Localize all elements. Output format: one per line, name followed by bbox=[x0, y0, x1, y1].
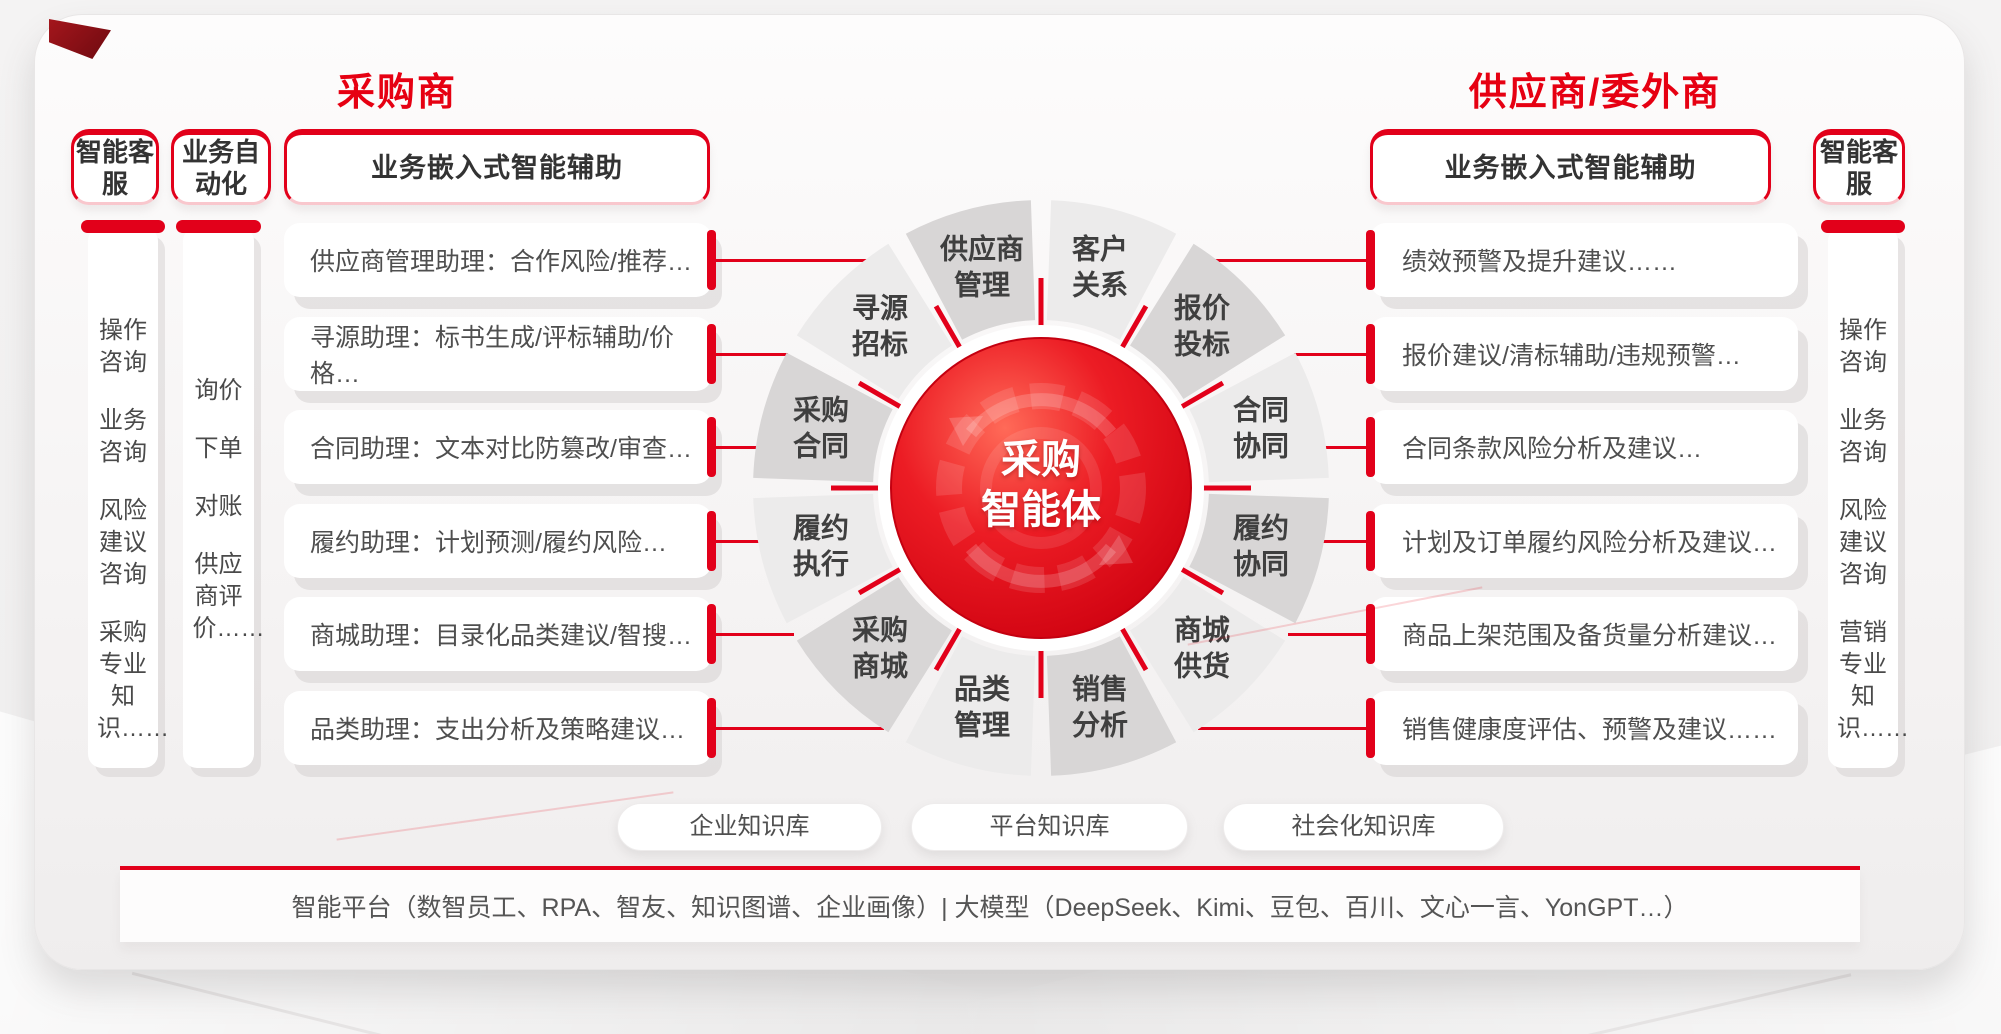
assistant-box: 履约助理：计划预测/履约风险… bbox=[284, 504, 716, 578]
platform-bar: 智能平台（数智员工、RPA、智友、知识图谱、企业画像）| 大模型（DeepSee… bbox=[120, 866, 1860, 942]
wheel-label: 供应商管理 bbox=[939, 233, 1024, 301]
service-item: 风险建议咨询 bbox=[99, 497, 147, 588]
buyer-title: 采购商 bbox=[336, 72, 457, 114]
wheel-label: 销售分析 bbox=[1071, 673, 1128, 741]
supplier-title: 供应商/委外商 bbox=[1468, 72, 1722, 114]
main-card: 采购商 供应商/委外商 智能客服 业务自动化 业务嵌入式智能辅助 业务嵌入式智能… bbox=[34, 14, 1965, 970]
connector-line bbox=[1323, 540, 1370, 543]
service-item: 操作咨询 bbox=[1839, 317, 1887, 376]
wheel-segments bbox=[753, 200, 1329, 776]
corner-fold-decoration bbox=[49, 19, 111, 59]
connector-line bbox=[712, 540, 759, 543]
service-item: 风险建议咨询 bbox=[1839, 497, 1887, 588]
segment-sales-analysis bbox=[1046, 636, 1177, 776]
service-item: 业务咨询 bbox=[1839, 407, 1887, 466]
segment-procurement-mall bbox=[796, 577, 952, 733]
tab-embedded-assist-left: 业务嵌入式智能辅助 bbox=[284, 129, 710, 205]
connector-line bbox=[1215, 259, 1370, 262]
floor-line bbox=[1090, 973, 1852, 1034]
connector-line bbox=[712, 446, 757, 449]
pill-platform-kb: 平台知识库 bbox=[911, 803, 1188, 851]
wheel-center-label: 采购 智能体 bbox=[931, 435, 1151, 535]
service-item: 业务咨询 bbox=[99, 407, 147, 466]
segment-quote-bid bbox=[1130, 243, 1286, 399]
smart-service-column-left: 操作咨询 业务咨询 风险建议咨询 采购专业知识…… bbox=[81, 220, 169, 768]
segment-customer-relation bbox=[1046, 200, 1177, 340]
suggestion-box: 绩效预警及提升建议…… bbox=[1366, 223, 1798, 297]
wheel-label: 履约执行 bbox=[792, 512, 849, 580]
segment-supplier-mgmt bbox=[905, 200, 1036, 340]
column-red-bar bbox=[1821, 220, 1905, 233]
wheel-label: 寻源招标 bbox=[851, 292, 908, 360]
wheel-label: 报价投标 bbox=[1173, 292, 1230, 360]
assistant-box: 供应商管理助理：合作风险/推荐… bbox=[284, 223, 716, 297]
automation-item: 对账 bbox=[194, 493, 243, 520]
smart-service-column-right: 操作咨询 业务咨询 风险建议咨询 营销专业知识…… bbox=[1821, 220, 1909, 768]
connector-line bbox=[1294, 353, 1370, 356]
segment-contract-collab bbox=[1189, 352, 1329, 483]
connector-line bbox=[1325, 446, 1370, 449]
gear-watermark bbox=[936, 383, 1146, 593]
automation-column: 询价 下单 对账 供应商评价…… bbox=[176, 220, 265, 768]
suggestion-box: 报价建议/清标辅助/违规预警… bbox=[1366, 317, 1798, 391]
suggestion-box: 商品上架范围及备货量分析建议… bbox=[1366, 597, 1798, 671]
connector-line bbox=[712, 727, 884, 730]
tab-smart-service-left: 智能客服 bbox=[71, 129, 159, 205]
segment-category-mgmt bbox=[905, 636, 1036, 776]
wheel-label: 客户关系 bbox=[1071, 233, 1128, 301]
procurement-wheel bbox=[753, 200, 1329, 776]
wheel-center-circle bbox=[890, 337, 1192, 639]
connector-line bbox=[1288, 633, 1370, 636]
assistant-box: 商城助理：目录化品类建议/智搜… bbox=[284, 597, 716, 671]
automation-item: 询价 bbox=[194, 377, 243, 404]
wheel-label: 合同协同 bbox=[1232, 394, 1289, 462]
service-item: 操作咨询 bbox=[99, 317, 147, 376]
wheel-label: 采购合同 bbox=[792, 394, 849, 462]
automation-item: 供应商评价…… bbox=[192, 551, 265, 642]
segment-mall-supply bbox=[1130, 577, 1286, 733]
column-red-bar bbox=[176, 220, 261, 233]
center-line1: 采购 bbox=[1001, 438, 1081, 482]
pill-enterprise-kb: 企业知识库 bbox=[617, 803, 882, 851]
connector-line bbox=[712, 259, 867, 262]
connector-line bbox=[712, 633, 794, 636]
pill-social-kb: 社会化知识库 bbox=[1223, 803, 1504, 851]
automation-item: 下单 bbox=[194, 435, 243, 462]
service-item: 采购专业知识…… bbox=[97, 619, 169, 742]
column-red-bar bbox=[81, 220, 165, 233]
floor-line bbox=[131, 971, 929, 1034]
segment-sourcing-tender bbox=[796, 243, 952, 399]
tab-business-automation: 业务自动化 bbox=[171, 129, 271, 205]
segment-fulfillment-exec bbox=[753, 493, 893, 624]
suggestion-box: 销售健康度评估、预警及建议…… bbox=[1366, 691, 1798, 765]
segment-procurement-contract bbox=[753, 352, 893, 483]
assistant-box: 寻源助理：标书生成/评标辅助/价格… bbox=[284, 317, 716, 391]
tab-smart-service-right: 智能客服 bbox=[1813, 129, 1905, 205]
wheel-label: 商城供货 bbox=[1173, 614, 1230, 682]
center-line2: 智能体 bbox=[981, 488, 1101, 532]
wheel-label: 履约协同 bbox=[1232, 512, 1289, 580]
wheel-label: 采购商城 bbox=[851, 614, 908, 682]
connector-line bbox=[1198, 727, 1370, 730]
wheel-label: 品类管理 bbox=[953, 673, 1010, 741]
service-item: 营销专业知识…… bbox=[1837, 619, 1909, 742]
connector-line bbox=[712, 353, 788, 356]
tab-embedded-assist-right: 业务嵌入式智能辅助 bbox=[1370, 129, 1771, 205]
suggestion-box: 计划及订单履约风险分析及建议… bbox=[1366, 504, 1798, 578]
assistant-box: 品类助理：支出分析及策略建议… bbox=[284, 691, 716, 765]
suggestion-box: 合同条款风险分析及建议… bbox=[1366, 410, 1798, 484]
assistant-box: 合同助理：文本对比防篡改/审查… bbox=[284, 410, 716, 484]
segment-fulfillment-collab bbox=[1189, 493, 1329, 624]
